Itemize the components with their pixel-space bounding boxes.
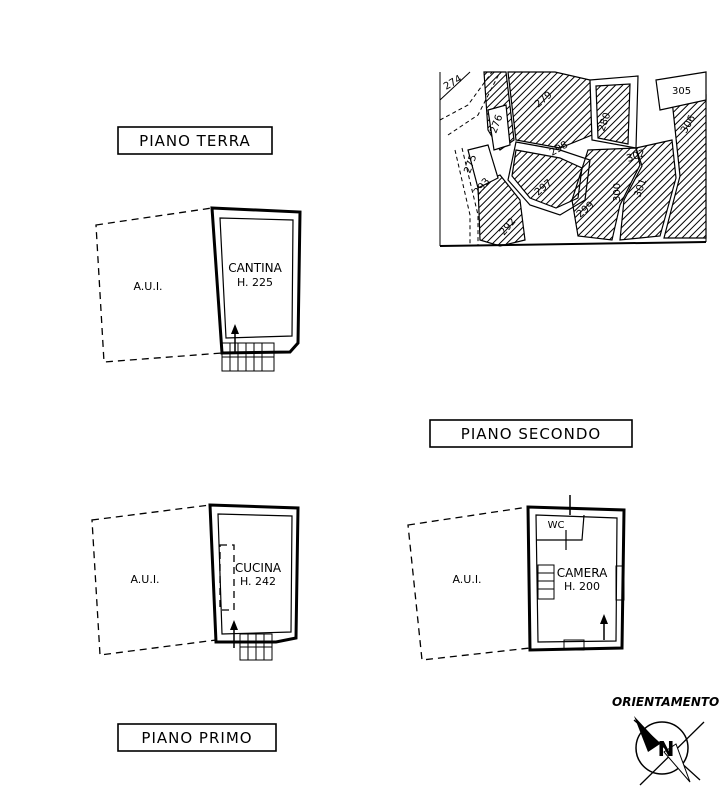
title-piano-primo: PIANO PRIMO	[117, 723, 277, 752]
north-icon: N	[658, 737, 675, 761]
compass: ORIENTAMENTO N	[612, 695, 719, 786]
title-piano-terra: PIANO TERRA	[117, 126, 273, 155]
cadastral-map: 274 276 279 280 298 275 293 297 299 300 …	[439, 71, 707, 247]
wc-label: WC	[548, 520, 565, 531]
camera-height: H. 200	[564, 580, 600, 593]
cantina-walls	[210, 206, 302, 355]
title-piano-terra-text: PIANO TERRA	[139, 132, 251, 150]
title-piano-secondo: PIANO SECONDO	[429, 419, 633, 448]
secondo-stairs	[537, 564, 555, 600]
title-piano-secondo-text: PIANO SECONDO	[461, 425, 601, 443]
parcel-300: 300	[612, 183, 623, 202]
terra-aui-area	[95, 207, 223, 363]
cucina-walls	[208, 503, 300, 644]
orientamento-label: ORIENTAMENTO	[612, 695, 719, 709]
parcel-305: 305	[672, 86, 691, 97]
cucina-label: CUCINA	[235, 561, 282, 575]
plan-piano-terra: A.U.I. CANTINA H. 225	[95, 206, 302, 372]
cucina-height: H. 242	[240, 575, 276, 588]
parcel-274: 274	[442, 74, 464, 93]
terra-aui-label: A.U.I.	[133, 280, 162, 293]
secondo-aui-label: A.U.I.	[452, 573, 481, 586]
cantina-height: H. 225	[237, 276, 273, 289]
cantina-label: CANTINA	[228, 261, 282, 275]
plan-piano-primo: A.U.I. CUCINA H. 242	[91, 503, 300, 661]
camera-walls	[526, 505, 626, 652]
primo-aui-label: A.U.I.	[130, 573, 159, 586]
title-piano-primo-text: PIANO PRIMO	[141, 729, 252, 747]
plan-piano-secondo: A.U.I. WC CAMERA H. 200	[407, 495, 626, 661]
terra-stairs	[221, 324, 275, 372]
camera-label: CAMERA	[557, 566, 608, 580]
primo-stairs	[230, 620, 273, 661]
